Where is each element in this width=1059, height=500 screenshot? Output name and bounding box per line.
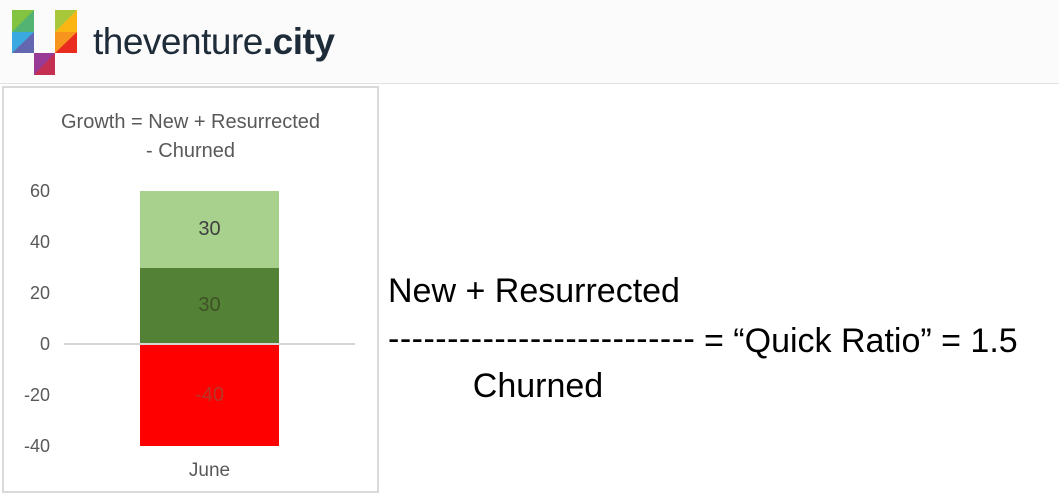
brand-wordmark: theventure.city bbox=[93, 21, 335, 62]
brand-name-regular: theventure bbox=[93, 21, 263, 62]
zero-gridline bbox=[64, 343, 355, 345]
logo-square-top-left bbox=[12, 10, 34, 32]
y-axis-tick-label: 0 bbox=[39, 334, 50, 354]
chart-title-line-1: Growth = New + Resurrected bbox=[61, 111, 320, 133]
y-axis-tick-label: 60 bbox=[29, 181, 50, 201]
fraction-denominator: Churned bbox=[472, 367, 604, 405]
y-axis-tick-label: -40 bbox=[23, 436, 50, 456]
chart-title: Growth = New + Resurrected - Churned bbox=[4, 108, 377, 166]
bar-segment-label: -40 bbox=[195, 383, 224, 406]
y-axis-tick-label: 20 bbox=[29, 283, 50, 303]
plot-area: 60 40 20 0 -20 -40 30 30 -40 bbox=[4, 88, 377, 491]
brand-name-bold: .city bbox=[262, 21, 335, 62]
fraction-divider-dashes: -------------------------- bbox=[388, 320, 696, 358]
y-axis-tick-label: -20 bbox=[23, 385, 50, 405]
y-axis-tick-label: 40 bbox=[29, 232, 50, 252]
logo-square-middle-right bbox=[55, 31, 77, 53]
bar-segment: 30 bbox=[140, 267, 279, 344]
x-axis-category-label: June bbox=[188, 460, 231, 481]
chart-title-line-2: - Churned bbox=[146, 140, 235, 162]
logo-square-middle-left bbox=[12, 31, 34, 53]
theventurecity-logo-icon bbox=[12, 10, 77, 75]
logo-square-top-right bbox=[55, 10, 77, 32]
bar-segment: 30 bbox=[140, 191, 279, 268]
bar-segment-label: 30 bbox=[198, 294, 221, 317]
brand-link[interactable]: theventure.city bbox=[0, 0, 420, 83]
fraction-numerator: New + Resurrected bbox=[388, 272, 680, 310]
growth-chart-panel: Growth = New + Resurrected - Churned 60 4… bbox=[2, 86, 379, 493]
quick-ratio-fraction: New + Resurrected ----------------------… bbox=[388, 268, 696, 408]
site-header: theventure.city bbox=[0, 0, 1059, 84]
bar-segment: -40 bbox=[140, 344, 279, 446]
quick-ratio-result: = “Quick Ratio” = 1.5 bbox=[704, 322, 1018, 360]
logo-square-bottom-center bbox=[33, 53, 55, 75]
bar-segment-label: 30 bbox=[198, 217, 221, 240]
